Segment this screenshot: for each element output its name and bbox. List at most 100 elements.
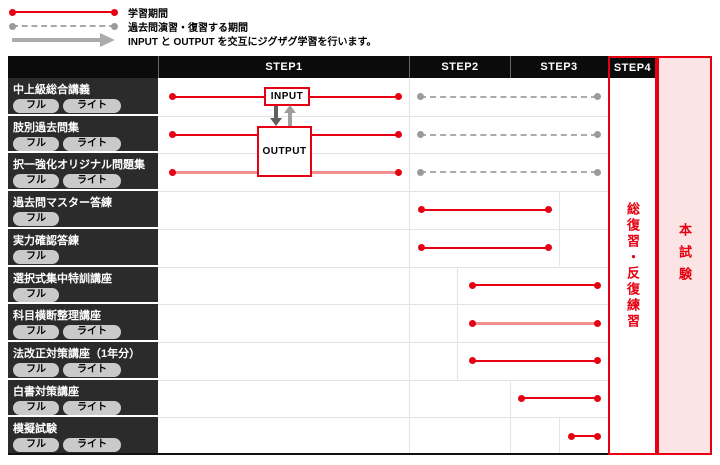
course-row-label: 択一強化オリジナル問題集フルライト: [8, 153, 158, 190]
course-title: 選択式集中特訓講座: [13, 272, 112, 285]
step4-column: STEP4 総復習・反復練習: [608, 56, 657, 455]
row-gridline: [158, 115, 608, 117]
bar-endpoint-dot: [416, 168, 424, 176]
header-step2: STEP2: [409, 56, 510, 78]
course-title: 白書対策講座: [13, 385, 79, 398]
bar-endpoint-dot: [168, 131, 176, 139]
header-step3: STEP3: [510, 56, 607, 78]
plan-pill-full: フル: [13, 136, 59, 151]
plan-pill-light: ライト: [63, 362, 121, 377]
row-gridline: [158, 153, 608, 155]
plan-pill-light: ライト: [63, 438, 121, 453]
row-gridline: [158, 191, 608, 193]
plan-pill-light: ライト: [63, 174, 121, 189]
bar-endpoint-dot: [168, 93, 176, 101]
bar-endpoint-dot: [517, 394, 525, 402]
column-gridline-segment: [559, 417, 560, 453]
course-row-label: 過去問マスター答練フル: [8, 191, 158, 227]
review-period-bar: [420, 171, 597, 174]
plan-pill-light: ライト: [63, 99, 121, 113]
plan-pill-full: フル: [13, 362, 59, 377]
plan-pill-row: フル: [13, 249, 158, 264]
plan-pill-light: ライト: [63, 136, 121, 151]
exam-column: 本試験: [657, 56, 712, 455]
bar-endpoint-dot: [593, 131, 601, 139]
plan-pill-full: フル: [13, 287, 59, 302]
step4-note-text: 総復習・反復練習: [625, 201, 640, 330]
legend-item-study: 学習期間: [9, 6, 376, 20]
bar-endpoint-dot: [468, 357, 476, 365]
bar-endpoint-dot: [416, 93, 424, 101]
arrow-down-icon: [274, 106, 278, 119]
plan-pill-row: フルライト: [13, 362, 158, 377]
row-gridline: [158, 341, 608, 343]
column-gridline-segment: [510, 379, 511, 453]
bar-endpoint-dot: [593, 432, 601, 440]
study-period-bar: [421, 208, 548, 211]
plan-pill-row: フルライト: [13, 325, 158, 340]
plan-pill-row: フル: [13, 287, 158, 302]
review-period-bar: [420, 133, 597, 136]
legend-item-zigzag: INPUT と OUTPUT を交互にジグザグ学習を行います。: [12, 33, 376, 48]
study-period-bar: [421, 246, 548, 249]
course-row-label: 中上級総合講義フルライト: [8, 78, 158, 114]
bar-endpoint-dot: [417, 244, 425, 252]
bar-endpoint-dot: [544, 244, 552, 252]
bar-endpoint-dot: [593, 168, 601, 176]
row-gridline: [158, 228, 608, 230]
header-step1: STEP1: [158, 56, 409, 78]
study-period-bar: [571, 435, 597, 438]
legend-label: 学習期間: [128, 9, 168, 20]
bar-endpoint-dot: [468, 281, 476, 289]
course-row-label: 肢別過去問集フルライト: [8, 115, 158, 152]
header-step4: STEP4: [610, 58, 655, 78]
bar-endpoint-dot: [394, 168, 402, 176]
plan-pill-full: フル: [13, 212, 59, 227]
review-period-line-icon: [9, 20, 128, 33]
output-box: OUTPUT: [257, 126, 312, 177]
table-bottom-border: [8, 453, 608, 455]
study-period-bar: [521, 397, 597, 400]
bar-endpoint-dot: [394, 131, 402, 139]
table-header: STEP1 STEP2 STEP3: [8, 56, 608, 78]
course-title: 科目横断整理講座: [13, 310, 101, 323]
row-gridline: [158, 266, 608, 268]
plan-pill-full: フル: [13, 400, 59, 415]
course-row-label: 選択式集中特訓講座フル: [8, 266, 158, 303]
bar-endpoint-dot: [416, 131, 424, 139]
row-gridline: [158, 379, 608, 381]
course-title: 模擬試験: [13, 423, 57, 436]
course-row-label: 法改正対策講座（1年分）フルライト: [8, 341, 158, 378]
arrow-up-head-icon: [284, 105, 296, 113]
column-gridline-segment: [457, 266, 458, 380]
plan-pill-full: フル: [13, 325, 59, 340]
bar-endpoint-dot: [468, 319, 476, 327]
bar-endpoint-dot: [593, 281, 601, 289]
study-period-bar: [472, 284, 597, 287]
legend: 学習期間 過去問演習・復習する期間 INPUT と OUTPUT を交互にジグザ…: [9, 6, 376, 48]
plan-pill-full: フル: [13, 99, 59, 113]
course-title: 肢別過去問集: [13, 121, 79, 134]
arrow-up-icon: [288, 112, 292, 126]
bar-endpoint-dot: [394, 93, 402, 101]
plan-pill-full: フル: [13, 174, 59, 189]
plan-pill-row: フルライト: [13, 136, 158, 151]
row-gridline: [158, 417, 608, 419]
plan-pill-row: フルライト: [13, 99, 158, 113]
row-gridline: [158, 304, 608, 306]
arrow-down-head-icon: [270, 118, 282, 126]
plan-pill-row: フルライト: [13, 438, 158, 453]
course-row-label: 白書対策講座フルライト: [8, 379, 158, 416]
legend-item-review: 過去問演習・復習する期間: [9, 20, 376, 34]
course-row-label: 模擬試験フルライト: [8, 417, 158, 454]
plan-pill-light: ライト: [63, 400, 121, 415]
study-period-line-icon: [9, 6, 128, 19]
bar-endpoint-dot: [417, 206, 425, 214]
plan-pill-row: フルライト: [13, 400, 158, 415]
course-title: 過去問マスター答練: [13, 197, 112, 210]
input-box: INPUT: [264, 87, 310, 106]
bar-endpoint-dot: [593, 357, 601, 365]
legend-label: 過去問演習・復習する期間: [128, 23, 248, 34]
bar-endpoint-dot: [593, 319, 601, 327]
